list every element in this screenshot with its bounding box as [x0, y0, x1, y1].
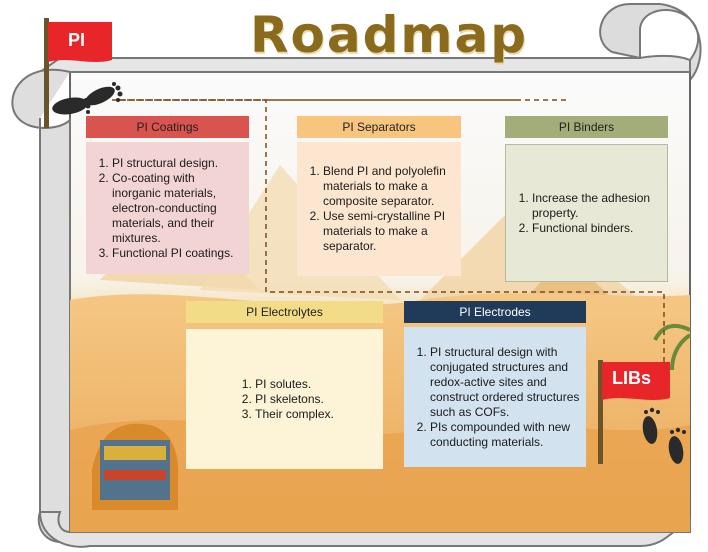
card-coatings-list: PI structural design.Co-coating with ino… — [86, 156, 249, 261]
card-electrodes: PI Electrodes PI structural design with … — [404, 301, 586, 467]
card-electrodes-body: PI structural design with conjugated str… — [404, 327, 586, 467]
start-flag-cloth — [48, 22, 112, 62]
card-electrolytes: PI Electrolytes PI solutes.PI skeletons.… — [186, 301, 383, 469]
list-item: Blend PI and polyolefin materials to mak… — [323, 164, 455, 209]
card-coatings-header: PI Coatings — [86, 116, 249, 138]
card-coatings-body: PI structural design.Co-coating with ino… — [86, 142, 249, 274]
page-title: Roadmap — [250, 6, 529, 64]
palm-tree — [653, 323, 692, 371]
card-electrodes-header: PI Electrodes — [404, 301, 586, 323]
list-item: Co-coating with inorganic materials, ele… — [112, 171, 243, 246]
card-electrolytes-header: PI Electrolytes — [186, 301, 383, 323]
card-separators-body: Blend PI and polyolefin materials to mak… — [297, 142, 461, 276]
list-item: Their complex. — [255, 407, 334, 422]
list-item: Functional binders. — [532, 221, 661, 236]
footprints-start — [52, 82, 123, 115]
card-electrolytes-list: PI solutes.PI skeletons.Their complex. — [229, 377, 340, 422]
scroll-left-curl — [11, 68, 71, 543]
card-coatings: PI Coatings PI structural design.Co-coat… — [86, 116, 249, 274]
card-binders-list: Increase the adhesion property.Functiona… — [506, 191, 667, 236]
end-flag-cloth — [602, 362, 670, 400]
scroll-bottom-roll — [38, 511, 691, 548]
list-item: PI solutes. — [255, 377, 334, 392]
card-binders: PI Binders Increase the adhesion propert… — [505, 116, 668, 282]
scroll-top-curl — [599, 3, 702, 83]
start-flag-label: PI — [68, 30, 86, 50]
list-item: PIs compounded with new conducting mater… — [430, 420, 580, 450]
card-binders-header: PI Binders — [505, 116, 668, 138]
list-item: Increase the adhesion property. — [532, 191, 661, 221]
card-separators-list: Blend PI and polyolefin materials to mak… — [297, 164, 461, 254]
list-item: PI structural design with conjugated str… — [430, 345, 580, 420]
card-binders-body: Increase the adhesion property.Functiona… — [505, 144, 668, 282]
card-separators-header: PI Separators — [297, 116, 461, 138]
list-item: Functional PI coatings. — [112, 246, 243, 261]
list-item: Use semi-crystalline PI materials to mak… — [323, 209, 455, 254]
end-flag-pole — [598, 360, 603, 464]
list-item: PI structural design. — [112, 156, 243, 171]
end-flag-label: LIBs — [612, 368, 652, 388]
card-separators: PI Separators Blend PI and polyolefin ma… — [297, 116, 461, 276]
list-item: PI skeletons. — [255, 392, 334, 407]
footprints-end — [642, 407, 686, 464]
scroll-top-band — [36, 54, 691, 73]
card-electrolytes-body: PI solutes.PI skeletons.Their complex. — [186, 329, 383, 469]
start-flag-pole — [44, 18, 49, 128]
card-electrodes-list: PI structural design with conjugated str… — [404, 345, 586, 450]
